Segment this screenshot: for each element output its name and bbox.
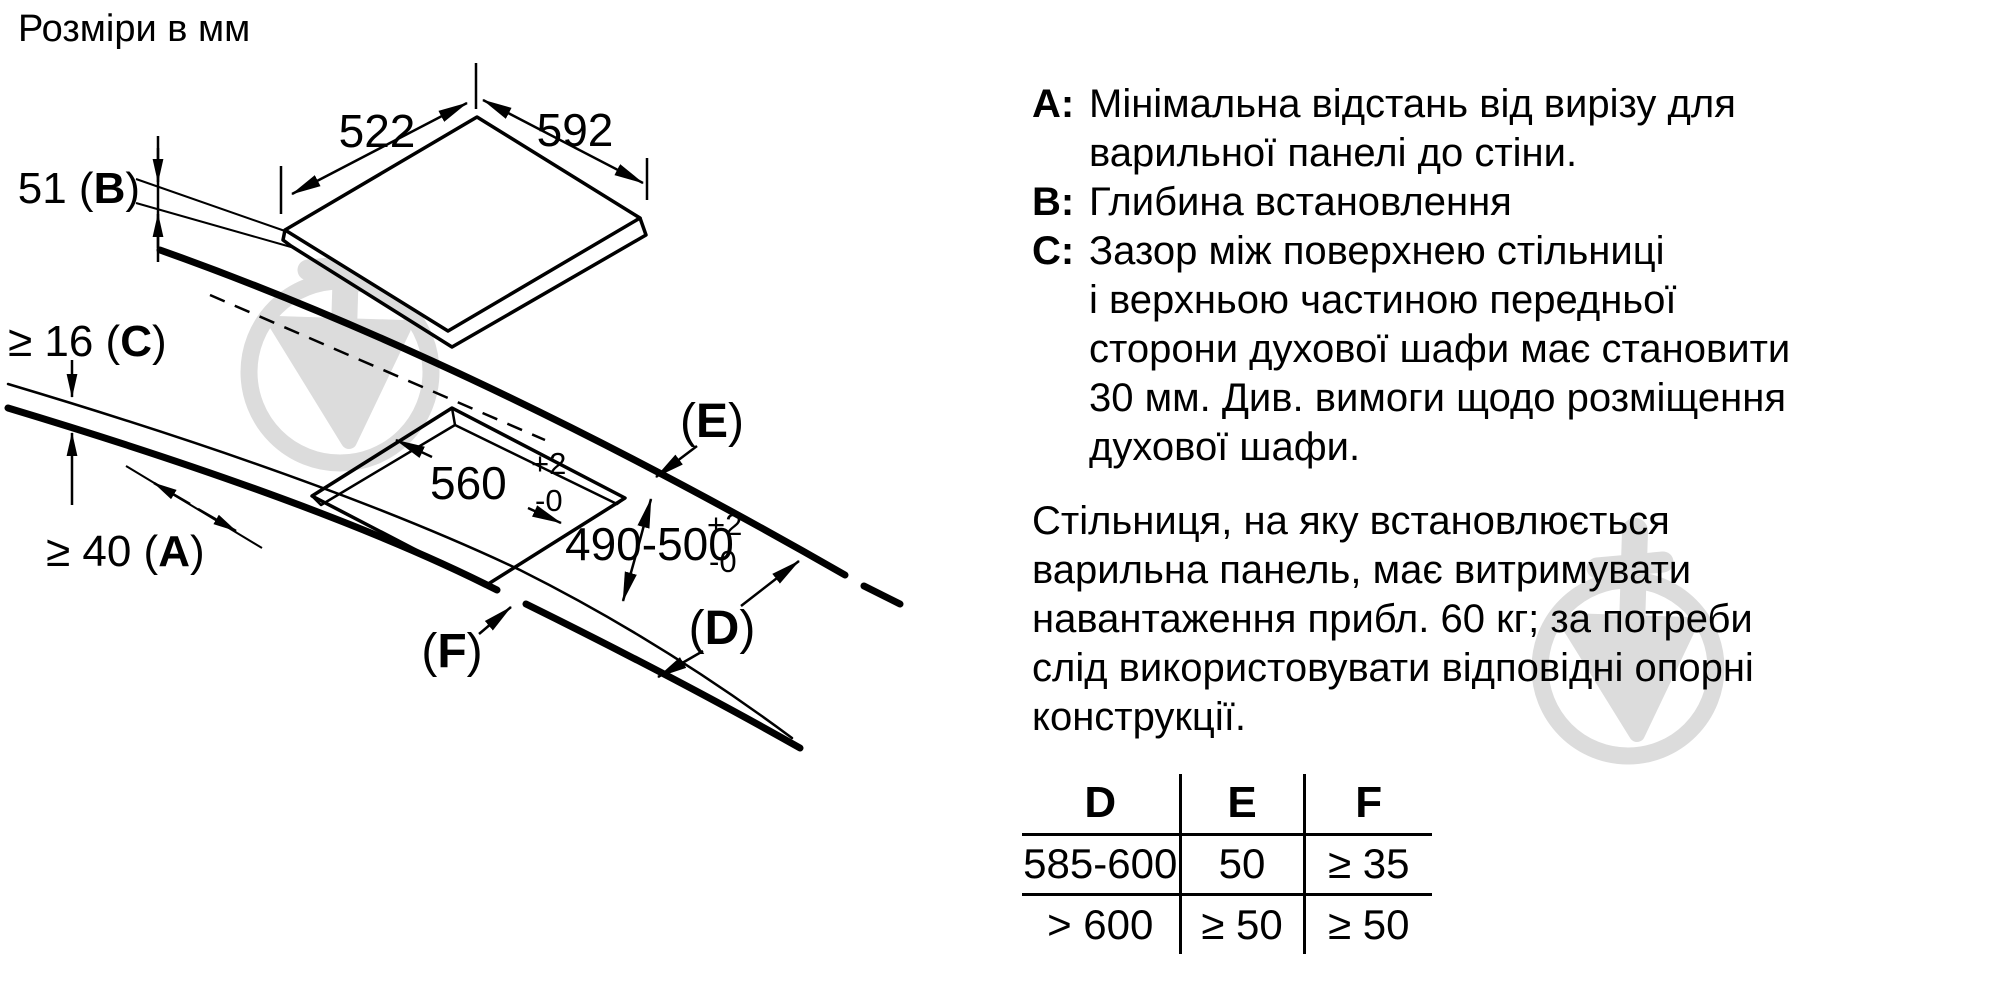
def-table-header-f: F <box>1304 774 1432 836</box>
svg-text:+2: +2 <box>531 446 566 481</box>
svg-text:560: 560 <box>430 457 507 509</box>
worktop-back-edge <box>156 246 904 608</box>
label-f-arrow <box>478 606 512 635</box>
page-title: Розміри в мм <box>18 8 251 50</box>
dim-label-592: 592 <box>537 104 614 156</box>
def-table: D E F 585-600 50 ≥ 35 > 600 ≥ 50 ≥ 50 <box>1022 774 1432 954</box>
legend-item-label-c: C: <box>1032 229 1075 273</box>
svg-text:-0: -0 <box>535 483 563 518</box>
dim-592-construct <box>482 98 649 200</box>
def-table-cell-f2: ≥ 50 <box>1328 900 1410 948</box>
dim-a-construct <box>125 465 263 549</box>
def-table-cell-e2: ≥ 50 <box>1178 894 1306 954</box>
def-table-cell-d2: > 600 <box>1047 900 1154 948</box>
legend-item-label-b: B: <box>1032 180 1075 224</box>
legend-item-b: B: Глибина встановлення <box>1032 178 1982 227</box>
dim-label-560: 560 +2 -0 <box>430 446 566 518</box>
dim-522-construct <box>279 63 478 214</box>
def-table-header-row: D E F <box>1022 774 1432 836</box>
watermark-right-logo-icon <box>1531 518 1725 765</box>
diagram-label-f: (F) <box>421 625 482 678</box>
dim-51-b-construct <box>135 136 292 262</box>
diagram-label-e: (E) <box>680 395 744 448</box>
def-table-cell-f1: ≥ 35 <box>1304 834 1432 896</box>
svg-text:+2: +2 <box>707 507 742 542</box>
diagram-label-d: (D) <box>689 602 756 655</box>
label-d-arrows <box>657 560 800 679</box>
dim-label-40-a: ≥ 40 (A) <box>46 527 205 576</box>
dim-label-522: 522 <box>339 105 416 157</box>
def-table-header-e: E <box>1178 774 1306 836</box>
def-table-header-d: D <box>1022 774 1180 836</box>
legend-item-text-b: Глибина встановлення <box>1089 180 1512 224</box>
wall-dashed-line <box>209 293 546 442</box>
def-table-cell-d1: 585-600 <box>1022 834 1180 896</box>
legend-item-label-a: A: <box>1032 82 1075 126</box>
def-table-cell-e1: 50 <box>1178 834 1306 896</box>
dim-label-490-500: 490-500 +2 -0 <box>565 507 742 579</box>
label-e-arrow <box>655 445 698 478</box>
svg-text:490-500: 490-500 <box>565 518 734 570</box>
def-table-row-1: 585-600 50 ≥ 35 <box>1022 834 1432 896</box>
cutout-outline <box>310 406 627 588</box>
def-table-row-2: > 600 ≥ 50 ≥ 50 <box>1022 894 1432 954</box>
dim-label-16-c: ≥ 16 (C) <box>8 317 167 366</box>
dim-560-construct <box>395 438 562 525</box>
dim-490-500-construct <box>621 498 653 602</box>
svg-text:-0: -0 <box>709 544 737 579</box>
dim-label-51-b: 51 (B) <box>18 164 140 213</box>
